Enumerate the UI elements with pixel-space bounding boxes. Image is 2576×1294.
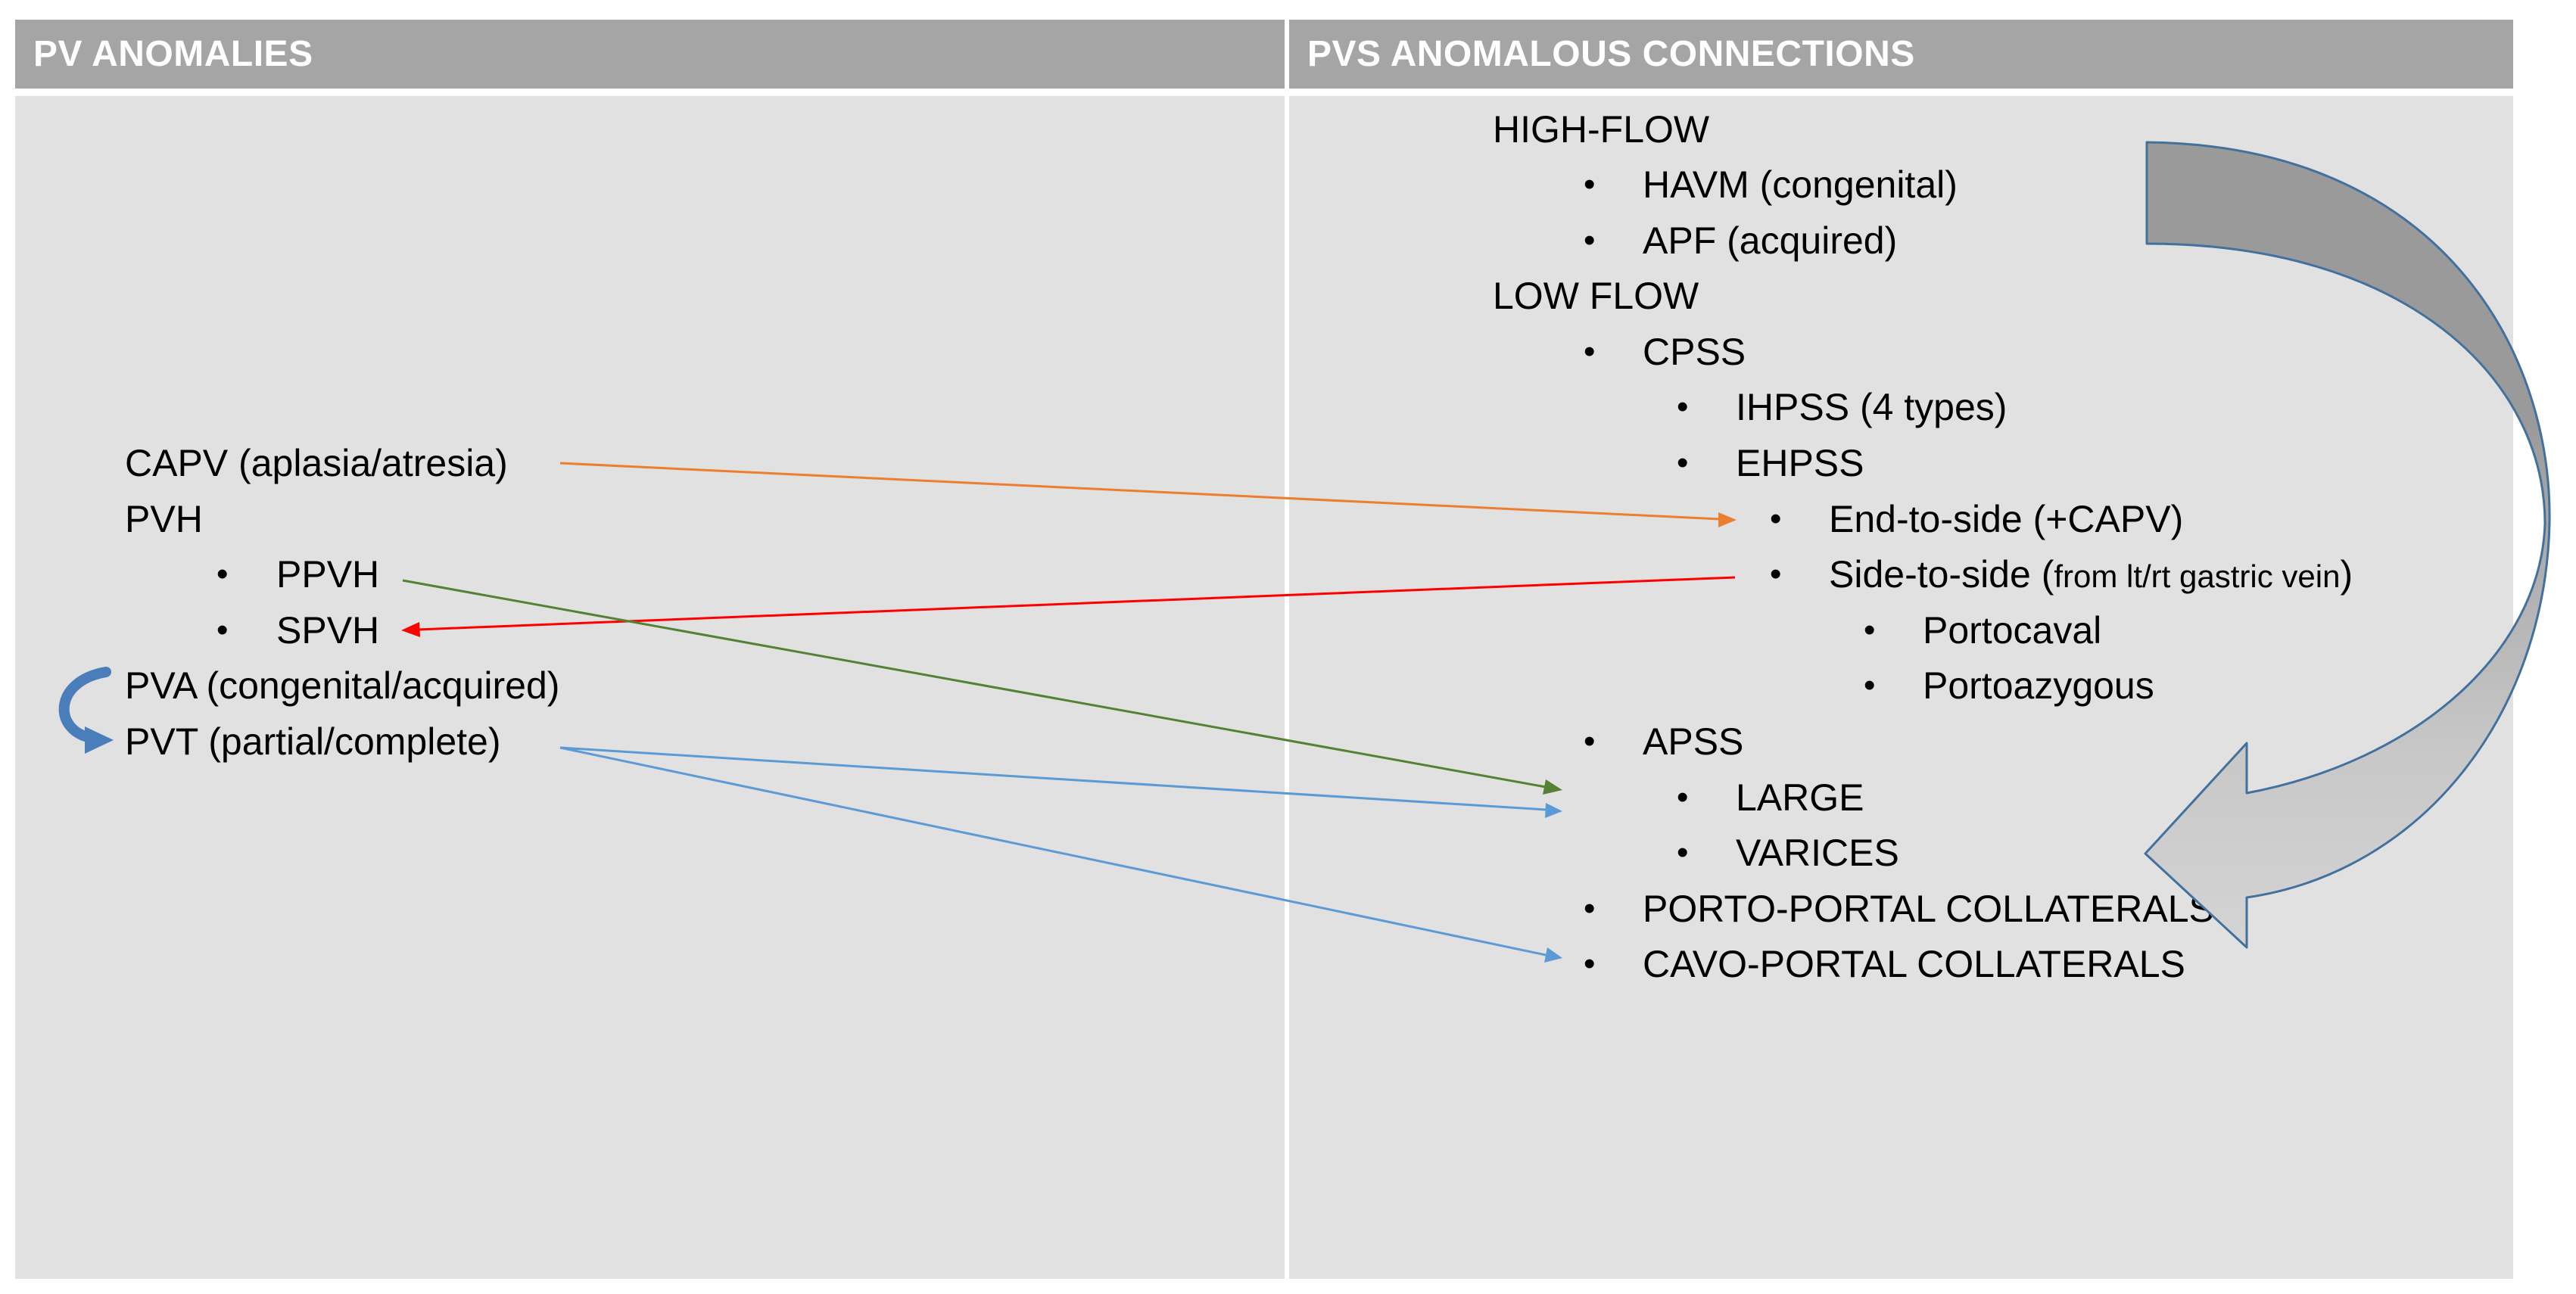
portocaval-bullet: • [1864, 611, 1876, 649]
cpss-bullet: • [1584, 333, 1596, 370]
low-flow-label: LOW FLOW [1493, 275, 1699, 317]
apf-bullet: • [1584, 222, 1596, 259]
varices-bullet: • [1677, 834, 1689, 871]
capv-to-end-to-side-arrow [559, 462, 1737, 527]
ihpss-label: IHPSS (4 types) [1736, 386, 2008, 428]
large-curved-flow-arrow [2144, 141, 2551, 949]
havm-label: HAVM (congenital) [1643, 163, 1958, 206]
left-panel [15, 96, 1285, 1279]
right-panel [1289, 96, 2513, 1279]
side-to-side-text: Side-to-side ( [1829, 553, 2054, 596]
ppvh-bullet: • [216, 555, 229, 593]
pva-label: PVA (congenital/acquired) [125, 664, 560, 707]
end-to-side-bullet: • [1770, 500, 1782, 537]
portocaval-label: Portocaval [1923, 609, 2102, 652]
spvh-label: SPVH [276, 609, 380, 652]
apss-label: APSS [1643, 720, 1744, 763]
pvh-label: PVH [125, 498, 203, 540]
portoazygous-bullet: • [1864, 667, 1876, 704]
varices-label: VARICES [1736, 832, 1899, 874]
right-header: PVS ANOMALOUS CONNECTIONS [1289, 20, 2513, 89]
side-to-side-bullet: • [1770, 555, 1782, 593]
column-divider [1285, 20, 1289, 1279]
pvt-to-large-arrow [559, 746, 1562, 818]
large-label: LARGE [1736, 776, 1864, 819]
high-flow-label: HIGH-FLOW [1493, 108, 1710, 151]
pva-to-pvt-curved-arrow [58, 667, 114, 754]
ppvh-to-apss-arrow [402, 579, 1562, 795]
ehpss-bullet: • [1677, 444, 1689, 481]
pvt-to-cavo-portal-arrow [559, 746, 1562, 963]
large-bullet: • [1677, 779, 1689, 816]
side-to-side-to-spvh-arrow [401, 576, 1736, 637]
end-to-side-label: End-to-side (+CAPV) [1829, 498, 2184, 540]
side-to-side-label: Side-to-side (from lt/rt gastric vein) [1829, 552, 2353, 599]
side-to-side-note: from lt/rt gastric vein [2054, 558, 2341, 594]
ppvh-label: PPVH [276, 553, 380, 596]
cavo-portal-label: CAVO-PORTAL COLLATERALS [1643, 943, 2185, 985]
capv-label: CAPV (aplasia/atresia) [125, 442, 508, 484]
pvt-label: PVT (partial/complete) [125, 720, 501, 763]
porto-portal-bullet: • [1584, 890, 1596, 927]
ihpss-bullet: • [1677, 388, 1689, 425]
cpss-label: CPSS [1643, 331, 1746, 373]
left-header: PV ANOMALIES [15, 20, 1285, 89]
cavo-portal-bullet: • [1584, 945, 1596, 982]
spvh-bullet: • [216, 611, 229, 649]
porto-portal-label: PORTO-PORTAL COLLATERALS [1643, 888, 2214, 930]
havm-bullet: • [1584, 166, 1596, 203]
apf-label: APF (acquired) [1643, 219, 1898, 262]
side-to-side-close: ) [2340, 553, 2353, 596]
portoazygous-label: Portoazygous [1923, 664, 2154, 707]
apss-bullet: • [1584, 723, 1596, 760]
ehpss-label: EHPSS [1736, 442, 1864, 484]
